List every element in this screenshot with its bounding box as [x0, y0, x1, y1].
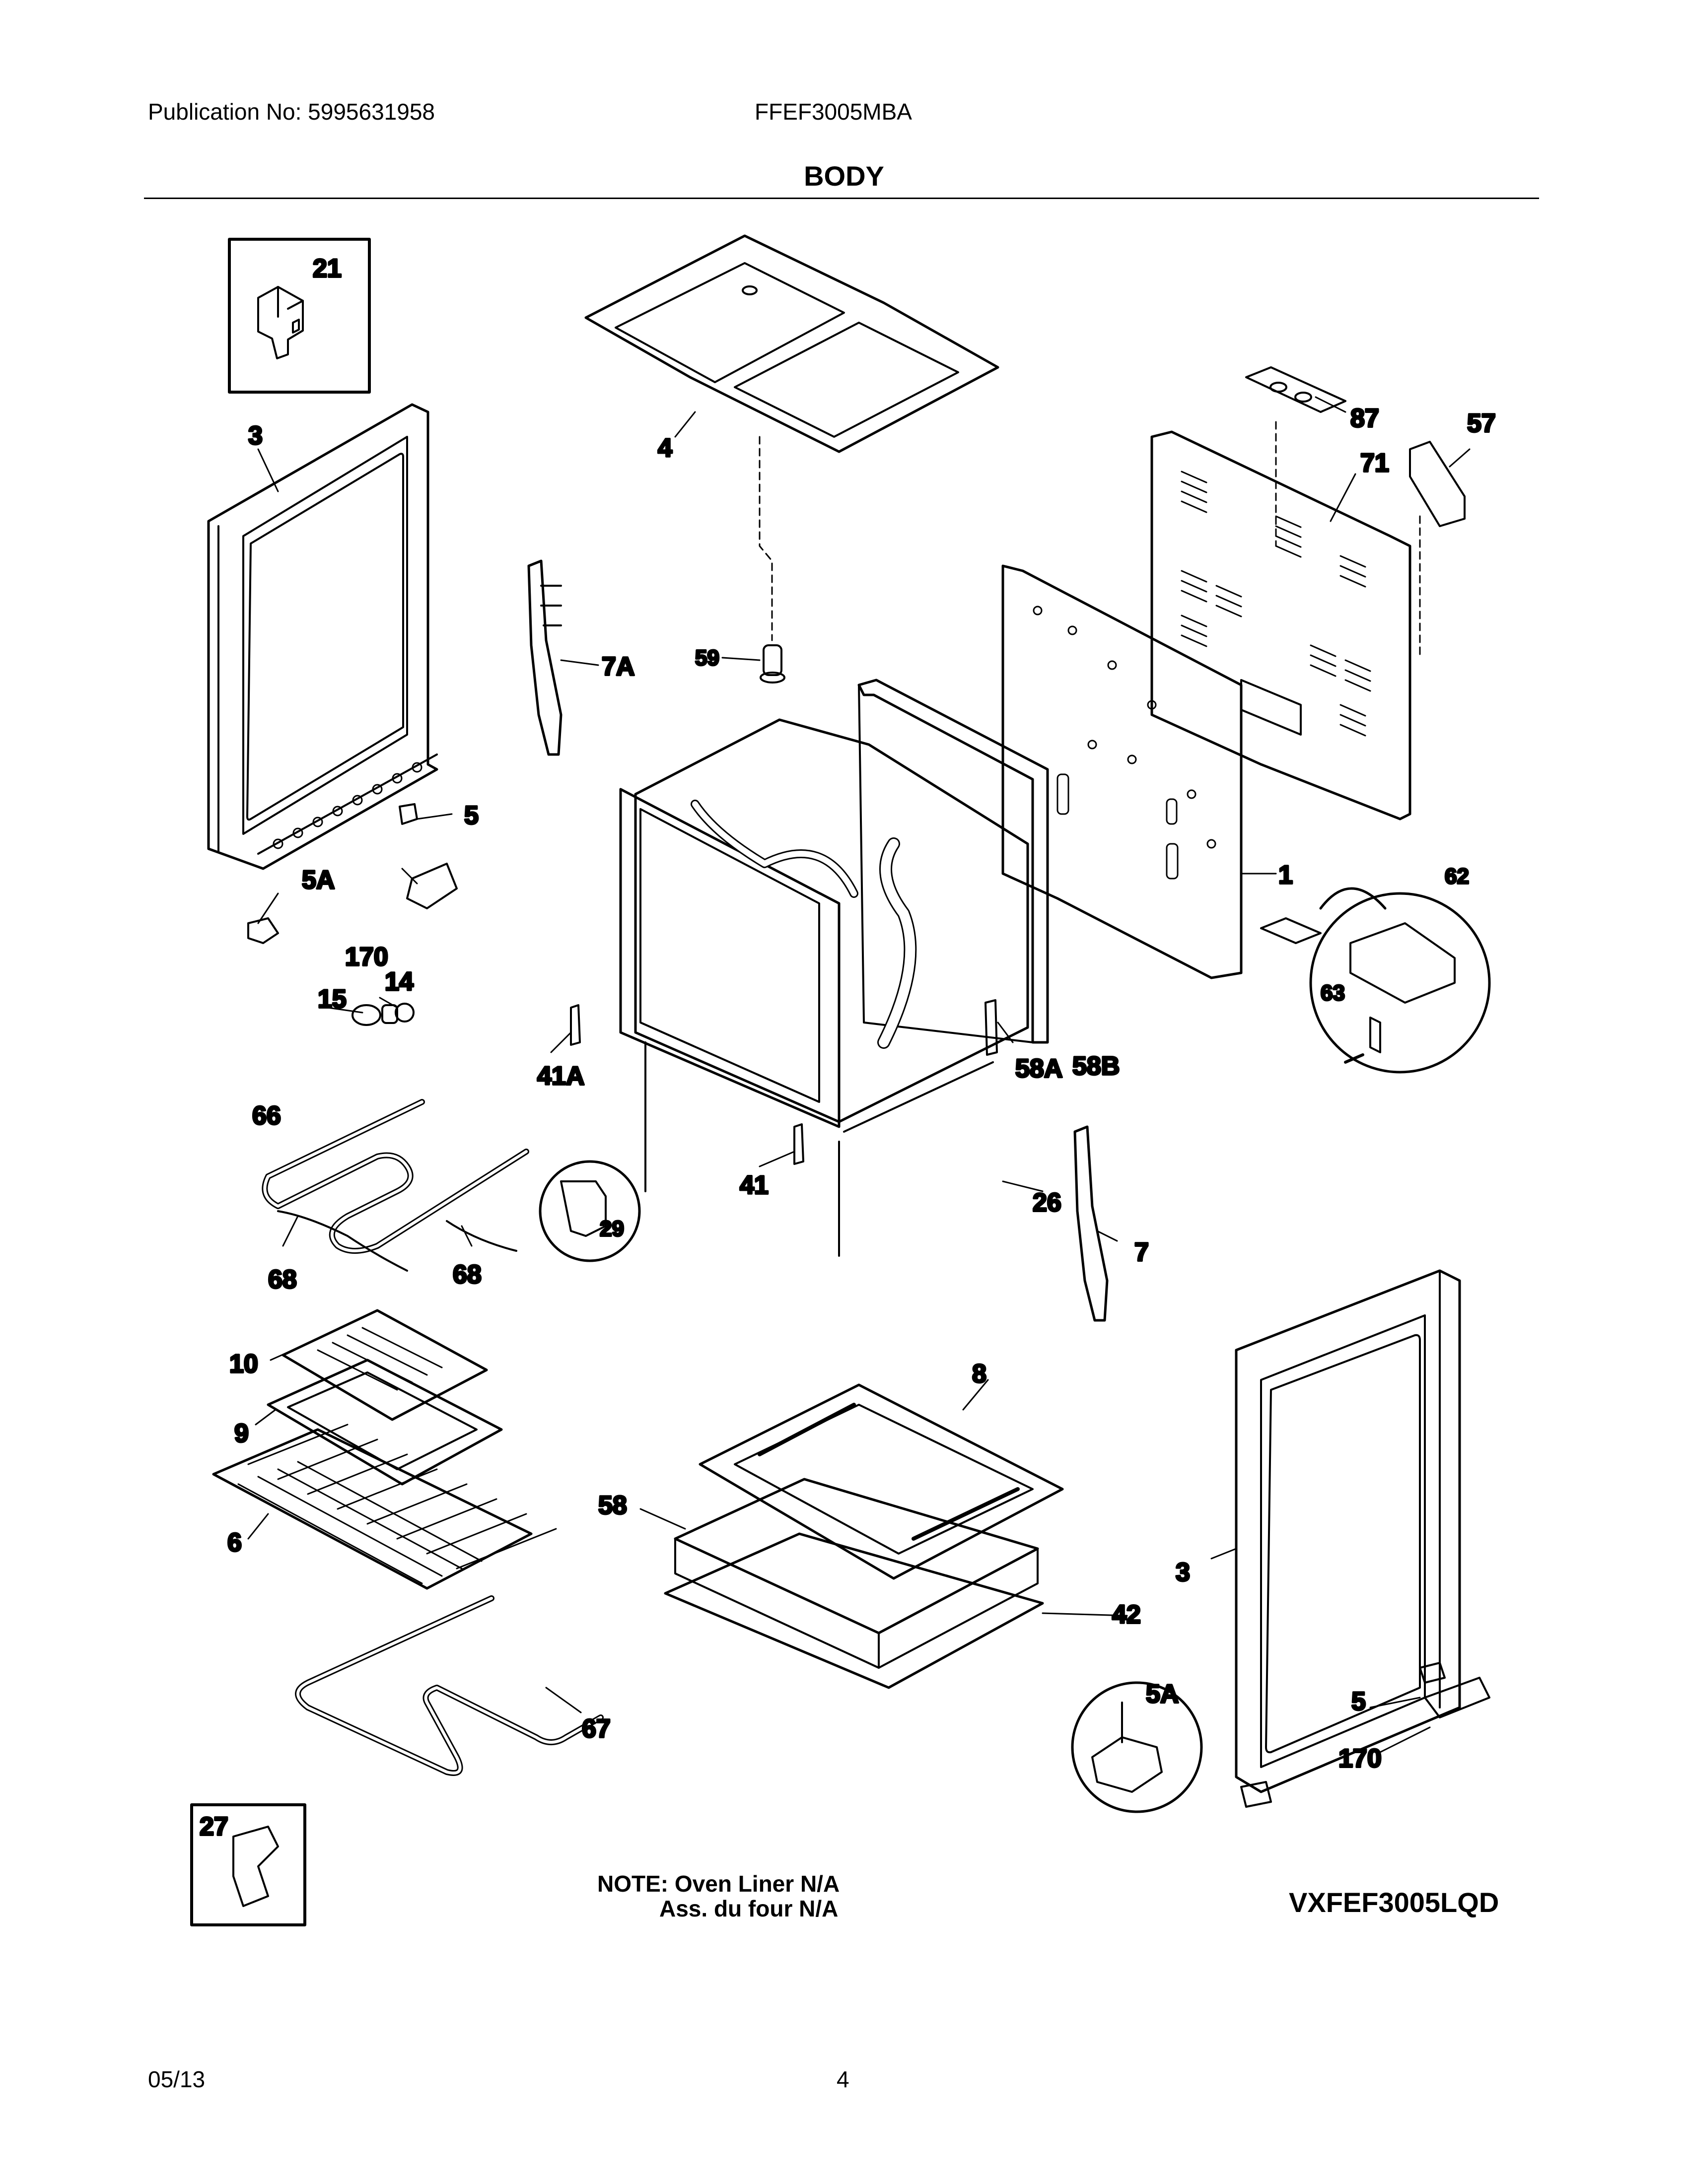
note-oven-liner: NOTE: Oven Liner N/A [597, 1871, 840, 1897]
label-62: 62 [1445, 864, 1469, 888]
label-1: 1 [1278, 861, 1293, 889]
label-21: 21 [313, 254, 342, 283]
part-3-right-side-panel [1235, 1269, 1461, 1793]
part-7a-hinge [527, 559, 563, 756]
part-5a-inset [1071, 1681, 1203, 1813]
part-9-broil-pan [267, 1359, 503, 1486]
model-number: FFEF3005MBA [755, 99, 912, 125]
label-27: 27 [200, 1812, 228, 1841]
part-7-hinge [1073, 1125, 1109, 1322]
label-58a: 58A [1015, 1054, 1062, 1083]
label-87: 87 [1350, 404, 1379, 433]
publication-number: Publication No: 5995631958 [148, 99, 435, 125]
label-7a: 7A [602, 652, 634, 681]
label-15: 15 [318, 985, 347, 1014]
label-8: 8 [972, 1360, 986, 1388]
part-59-cap [760, 644, 785, 683]
label-3-right: 3 [1176, 1558, 1190, 1587]
label-42: 42 [1112, 1600, 1141, 1629]
label-58b: 58B [1072, 1052, 1120, 1081]
part-67-broil-element [295, 1595, 604, 1776]
part-15-lamp [352, 1003, 415, 1026]
footer-date: 05/13 [148, 2066, 206, 2092]
part-58-bottom-insulation [674, 1478, 1039, 1669]
part-10-broil-pan-insert [281, 1309, 488, 1421]
part-66-bake-element [262, 1099, 529, 1272]
part-21-inset [228, 238, 371, 394]
part-57-cover [1409, 441, 1466, 527]
part-4-top-panel [584, 234, 999, 641]
part-3-left-side-panel [207, 403, 438, 870]
label-5-right: 5 [1351, 1687, 1366, 1716]
label-5a-left: 5A [302, 866, 335, 894]
label-71: 71 [1360, 449, 1389, 478]
part-8-oven-bottom [699, 1383, 1064, 1580]
label-9: 9 [234, 1419, 249, 1448]
label-5-left: 5 [464, 801, 479, 830]
label-170-right: 170 [1338, 1744, 1382, 1773]
label-41: 41 [740, 1171, 769, 1200]
label-5a-right: 5A [1146, 1680, 1179, 1708]
label-26: 26 [1033, 1188, 1061, 1217]
section-title: BODY [804, 160, 884, 192]
label-59: 59 [695, 646, 719, 670]
oven-cavity [619, 718, 1029, 1257]
label-4: 4 [658, 434, 672, 463]
part-27-inset [190, 1803, 306, 1926]
label-3-left: 3 [248, 421, 263, 450]
label-58: 58 [598, 1491, 627, 1520]
note-oven-liner-fr: Ass. du four N/A [659, 1896, 839, 1921]
part-42-bottom-panel [664, 1532, 1044, 1689]
part-1-back-panel [1001, 564, 1243, 979]
label-170-left: 170 [345, 943, 388, 971]
label-41a: 41A [537, 1062, 584, 1091]
label-66: 66 [252, 1101, 281, 1130]
part-6-oven-rack [212, 1424, 557, 1590]
header-divider [144, 198, 1539, 199]
part-87-gasket [1245, 366, 1346, 547]
label-14: 14 [385, 967, 414, 996]
part-62-inset [1260, 887, 1491, 1074]
variant-model: VXFEF3005LQD [1289, 1887, 1499, 1918]
page-number: 4 [837, 2066, 849, 2092]
leveling-legs [247, 803, 1490, 1808]
label-68-right: 68 [453, 1260, 482, 1289]
part-71-rear-panel [1150, 430, 1421, 820]
label-68-left: 68 [268, 1265, 297, 1294]
part-29-inset [539, 1160, 641, 1262]
label-63: 63 [1321, 981, 1345, 1005]
label-7: 7 [1134, 1238, 1149, 1267]
label-6: 6 [227, 1528, 242, 1557]
label-29: 29 [600, 1217, 624, 1241]
label-67: 67 [582, 1714, 611, 1743]
leader-lines [247, 396, 1471, 1753]
label-57: 57 [1467, 409, 1496, 438]
label-10: 10 [229, 1350, 258, 1378]
